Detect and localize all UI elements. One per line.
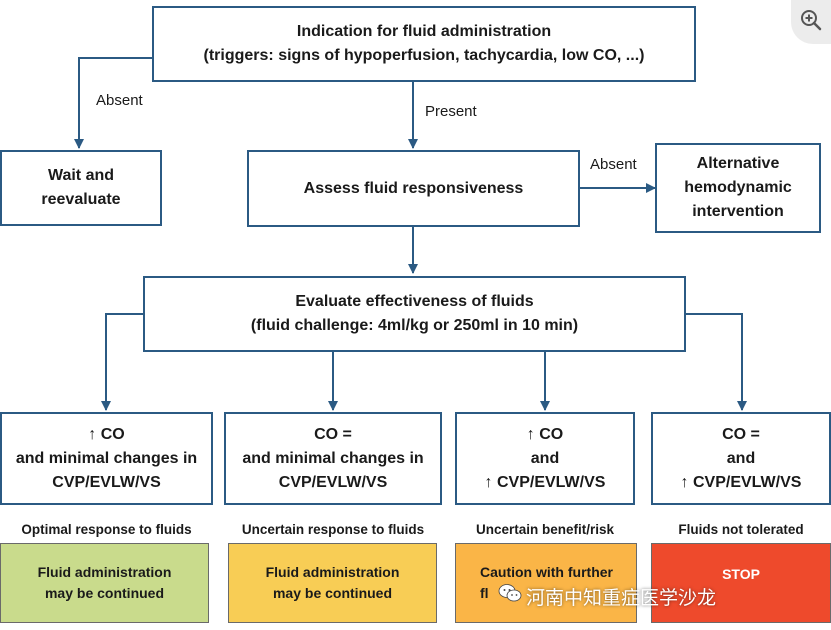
label-absent-right: Absent: [590, 156, 637, 173]
evaluate-box: Evaluate effectiveness of fluids (fluid …: [143, 276, 686, 352]
scenario-box-3: ↑ CO and ↑ CVP/EVLW/VS: [455, 412, 635, 505]
wechat-icon: [498, 583, 522, 609]
arrow-evaluate-to-scenario-4: [686, 313, 747, 411]
indication-title: Indication for fluid administration: [296, 23, 552, 40]
arrow-evaluate-to-scenario-1: [101, 313, 143, 411]
action-box-2: Fluid administration may be continued: [228, 543, 437, 623]
action-box-4: STOP: [651, 543, 831, 623]
indication-triggers: (triggers: signs of hypoperfusion, tachy…: [203, 47, 645, 64]
wait-box: Wait and reevaluate: [0, 150, 162, 226]
label-present: Present: [425, 103, 477, 120]
assess-box: Assess fluid responsiveness: [247, 150, 580, 227]
action-box-3: Caution with further fl: [455, 543, 637, 623]
zoom-in-icon: [800, 9, 822, 36]
action-box-1: Fluid administration may be continued: [0, 543, 209, 623]
response-label-3: Uncertain benefit/risk: [475, 522, 615, 537]
zoom-in-button[interactable]: [791, 0, 831, 44]
response-label-4: Fluids not tolerated: [678, 522, 804, 537]
watermark-text: 河南中知重症医学沙龙: [526, 587, 717, 609]
scenario-box-4: CO = and ↑ CVP/EVLW/VS: [651, 412, 831, 505]
watermark: 河南中知重症医学沙龙: [498, 583, 717, 609]
arrow-absent-to-wait: [74, 57, 152, 149]
alternative-box: Alternative hemodynamic intervention: [655, 143, 821, 233]
indication-box: Indication for fluid administration (tri…: [152, 6, 696, 82]
response-label-1: Optimal response to fluids: [21, 522, 192, 537]
response-label-2: Uncertain response to fluids: [241, 522, 425, 537]
label-absent-left: Absent: [96, 92, 143, 109]
scenario-box-2: CO = and minimal changes in CVP/EVLW/VS: [224, 412, 442, 505]
stop-label: STOP: [722, 566, 760, 582]
scenario-box-1: ↑ CO and minimal changes in CVP/EVLW/VS: [0, 412, 213, 505]
